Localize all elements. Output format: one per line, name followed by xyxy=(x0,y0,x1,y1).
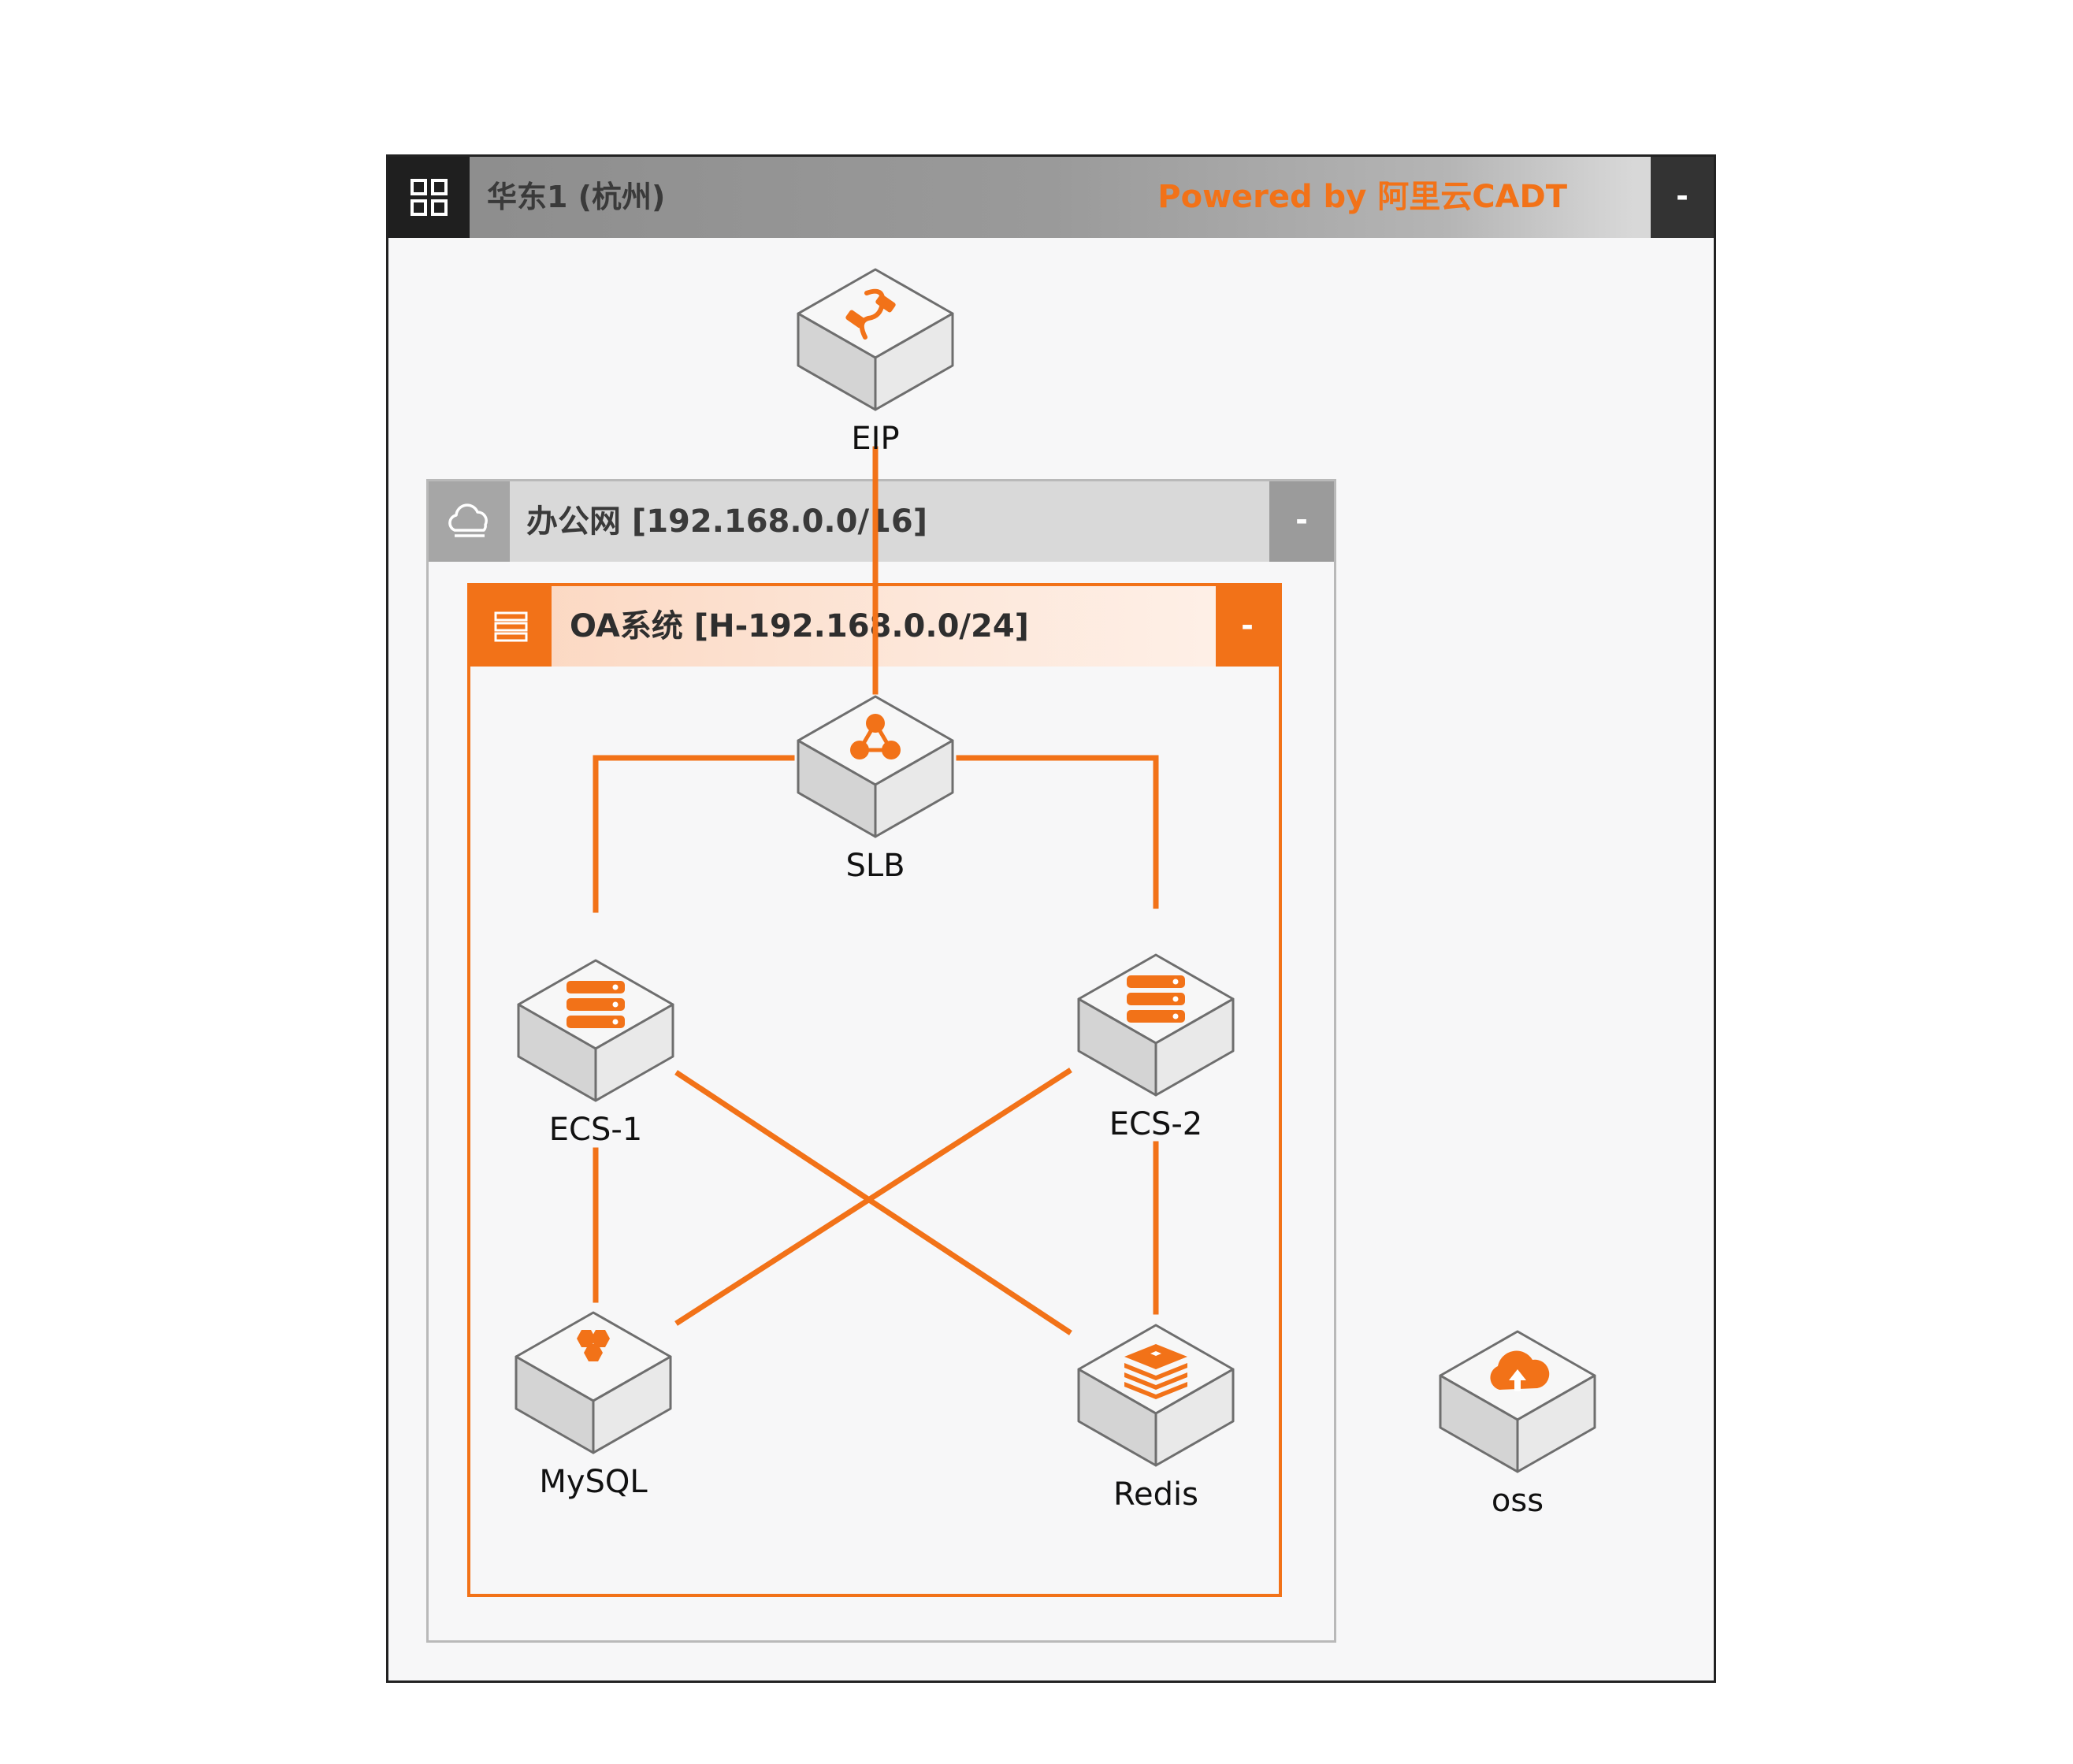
vpc-header: 办公网 [192.168.0.0/16] - xyxy=(429,481,1334,562)
node-ecs2[interactable]: ECS-2 xyxy=(1069,952,1243,1142)
redis-stack-icon xyxy=(1124,1344,1187,1399)
server-rack-icon xyxy=(470,586,552,667)
node-redis[interactable]: Redis xyxy=(1069,1322,1243,1513)
node-mysql[interactable]: MySQL xyxy=(507,1309,680,1500)
node-oss[interactable]: oss xyxy=(1431,1328,1604,1519)
mysql-hexagon-icon xyxy=(577,1330,610,1361)
grid-icon xyxy=(388,157,470,238)
node-ecs1[interactable]: ECS-1 xyxy=(509,957,682,1148)
region-title: 华东1 (杭州) xyxy=(487,180,666,214)
node-label-redis: Redis xyxy=(1113,1476,1198,1513)
region-collapse-button[interactable]: - xyxy=(1651,157,1714,238)
ecs-server-icon xyxy=(1127,975,1185,1023)
node-label-oss: oss xyxy=(1491,1483,1544,1519)
node-label-ecs2: ECS-2 xyxy=(1109,1106,1203,1142)
node-eip[interactable]: EIP xyxy=(789,266,962,457)
slb-network-icon xyxy=(850,714,901,759)
vpc-title: 办公网 [192.168.0.0/16] xyxy=(526,503,928,540)
vswitch-collapse-button[interactable]: - xyxy=(1216,586,1279,667)
region-header: 华东1 (杭州) Powered by 阿里云CADT - xyxy=(388,157,1714,238)
eip-plug-icon xyxy=(845,288,896,340)
powered-by-text: Powered by 阿里云CADT xyxy=(1157,179,1567,215)
vswitch-header: OA系统 [H-192.168.0.0/24] - xyxy=(470,586,1279,667)
cloud-icon xyxy=(429,481,510,562)
vswitch-title: OA系统 [H-192.168.0.0/24] xyxy=(570,608,1029,644)
oss-cloud-upload-icon xyxy=(1490,1350,1550,1391)
node-label-ecs1: ECS-1 xyxy=(548,1112,643,1148)
node-label-mysql: MySQL xyxy=(539,1464,648,1500)
node-label-eip: EIP xyxy=(851,421,900,457)
node-slb[interactable]: SLB xyxy=(789,693,962,884)
vpc-collapse-button[interactable]: - xyxy=(1269,481,1334,562)
ecs-server-icon xyxy=(567,981,625,1028)
node-label-slb: SLB xyxy=(845,848,905,884)
